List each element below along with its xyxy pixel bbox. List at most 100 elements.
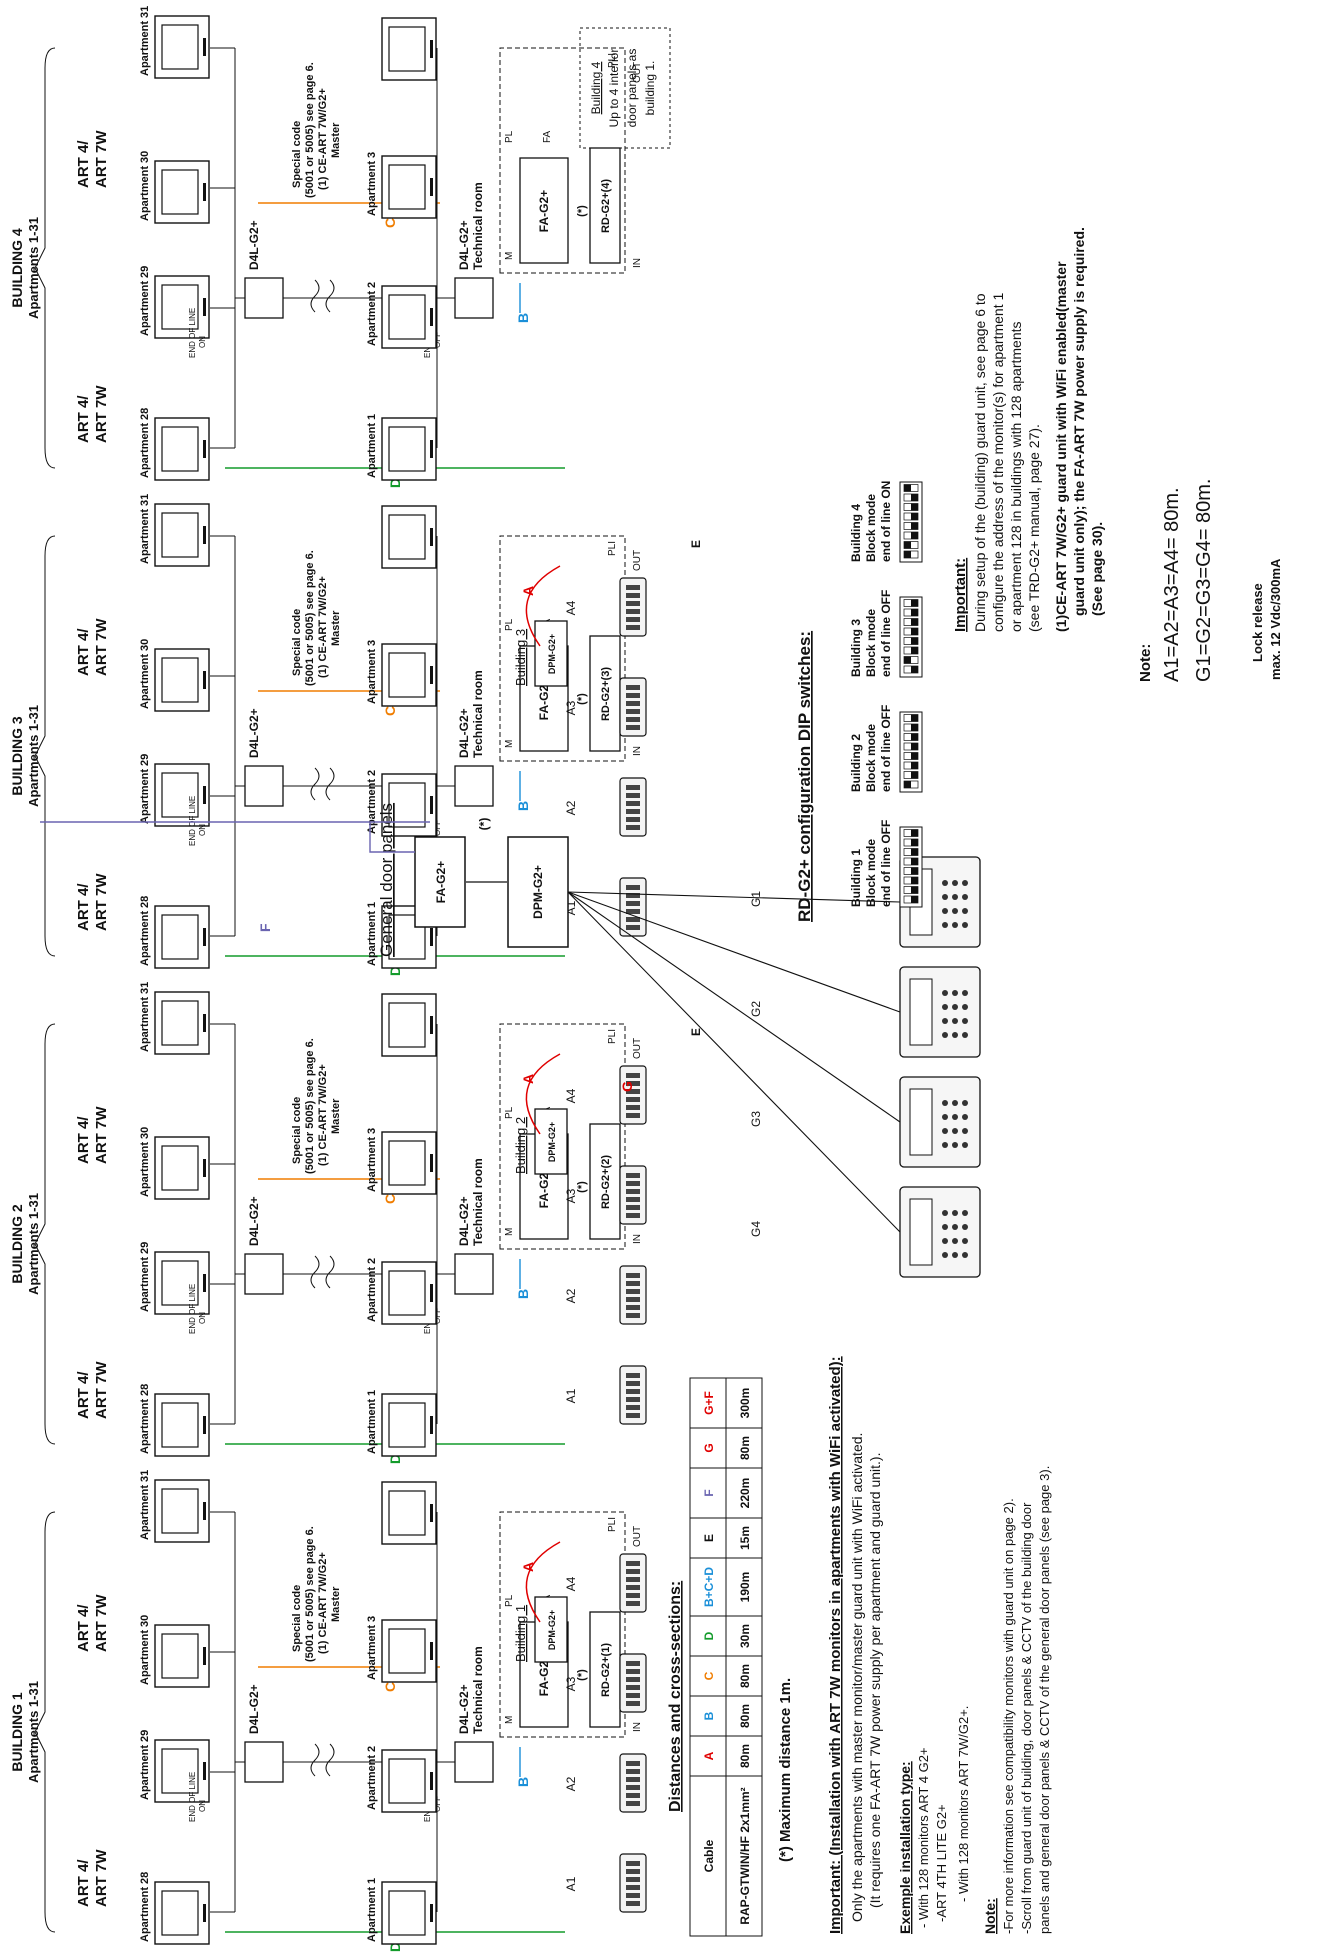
table-value-7: 220m [738, 1478, 752, 1509]
dip-lever [911, 752, 918, 760]
out-label: OUT [632, 1526, 643, 1547]
dip-l3: end of line OFF [879, 590, 893, 677]
dip-l1: Building 3 [849, 619, 863, 677]
special-code-2: (5001 or 5005) see page 6. [304, 550, 316, 686]
dip-l1: Building 4 [849, 504, 863, 562]
monitor-apt1-screen [388, 1890, 426, 1936]
label-apt28: Apartment 28 [139, 1384, 151, 1454]
building4-box-frame [579, 27, 671, 149]
door-panel-3-key-4 [626, 1669, 640, 1674]
general-key [952, 1210, 958, 1216]
general-wire-g4 [567, 891, 901, 1233]
m-label: M [504, 740, 515, 748]
label-apt30: Apartment 30 [139, 1615, 151, 1685]
technical-room-label: Technical room [471, 182, 485, 270]
special-code-2: (5001 or 5005) see page 6. [304, 62, 316, 198]
monitor-apt29 [154, 275, 210, 339]
table-header-9: G+F [702, 1391, 716, 1415]
monitor-apt3-button [430, 178, 433, 196]
general-key [952, 1142, 958, 1148]
door-panel-3-key-2 [626, 1197, 640, 1202]
general-key [952, 894, 958, 900]
monitor-master-screen [388, 1002, 426, 1048]
door-panel-1-key-3 [626, 1389, 640, 1394]
general-wire-g1 [567, 891, 901, 903]
special-code-2: (5001 or 5005) see page 6. [304, 1526, 316, 1662]
art-label-left-2: ART 7W [93, 873, 110, 931]
special-code-3: (1) CE-ART 7W/G2+ [317, 576, 329, 678]
dip-lever [911, 513, 918, 520]
d4l-top [244, 277, 284, 319]
general-dpm-label: DPM-G2+ [531, 865, 545, 919]
cable-break [310, 1255, 335, 1289]
table-row-cell [725, 1377, 763, 1429]
general-key [952, 908, 958, 914]
general-key [962, 990, 968, 996]
general-key [952, 1018, 958, 1024]
dip-lever [911, 848, 918, 856]
door-panel-1-key-0 [626, 1901, 640, 1906]
door-panel-2-key-3 [626, 1777, 640, 1782]
dip-l2: Block mode [864, 724, 878, 792]
general-key [952, 990, 958, 996]
example-line3: - With 128 monitors ART 7W/G2+. [956, 1706, 971, 1902]
special-code-1: Special code [291, 1097, 303, 1164]
monitor-master-button [430, 1016, 433, 1034]
wire-label-g4: G4 [749, 1221, 763, 1237]
general-key [952, 1128, 958, 1134]
wire-label-c: C [382, 218, 398, 228]
door-panel-1-key-0 [626, 1413, 640, 1418]
special-code-3: (1) CE-ART 7W/G2+ [317, 1064, 329, 1166]
building-title: BUILDING 4 [9, 228, 25, 308]
wire-label-a3: A3 [564, 700, 578, 715]
label-apt28: Apartment 28 [139, 896, 151, 966]
dip-lever [904, 551, 911, 558]
lock-release-line2: max. 12 Vdc/300mA [1268, 558, 1283, 680]
end-line-on-2: ON [198, 824, 207, 836]
label-apt2: Apartment 2 [366, 1258, 378, 1322]
fa-label: FA-G2+ [537, 1654, 551, 1696]
door-panel-3-key-3 [626, 701, 640, 706]
building-name-label: Building 1 [513, 1605, 528, 1662]
general-key [952, 1100, 958, 1106]
general-key [962, 894, 968, 900]
star-label: (*) [576, 205, 588, 217]
lock-release-line1: Lock release [1250, 583, 1265, 662]
wire-label-b: B [515, 801, 531, 811]
monitor-apt31-button [203, 1502, 206, 1520]
cable-break [310, 1743, 335, 1777]
pl-label: PL [504, 130, 515, 143]
art-label-left-2: ART 7W [93, 385, 110, 443]
general-key [942, 1018, 948, 1024]
monitor-apt2 [381, 1261, 437, 1325]
d4l-bottom [454, 277, 494, 319]
wire-label-b: B [515, 1289, 531, 1299]
note-right-line2: G1=G2=G3=G4= 80m. [1193, 479, 1215, 682]
wire-label-e: E [689, 1028, 703, 1036]
dip-lever [904, 781, 911, 788]
star-label: (*) [576, 693, 588, 705]
important-wifi-line2: (It requires one FA-ART 7W power supply … [867, 1453, 883, 1909]
end-line-on-1: END OF LINE [188, 1772, 197, 1822]
example-line1: - With 128 monitors ART 4 G2+ [916, 1747, 931, 1928]
technical-room-box [499, 1023, 626, 1250]
label-apt30: Apartment 30 [139, 1127, 151, 1197]
monitor-apt3 [381, 155, 437, 219]
wire-label-a4: A4 [564, 1576, 578, 1591]
wire-label-d: D [387, 478, 403, 488]
dip-lever [911, 858, 918, 865]
wire-label-d: D [387, 1942, 403, 1952]
in-label: IN [632, 1234, 643, 1244]
wire-label-b: B [515, 1777, 531, 1787]
monitor-apt31 [154, 503, 210, 567]
door-panel-4-key-2 [626, 1097, 640, 1102]
general-key [952, 1032, 958, 1038]
dip-l2: Block mode [864, 839, 878, 907]
fa-label: FA-G2+ [537, 190, 551, 232]
door-panel-4-key-1 [626, 617, 640, 622]
monitor-apt28-button [203, 1904, 206, 1922]
